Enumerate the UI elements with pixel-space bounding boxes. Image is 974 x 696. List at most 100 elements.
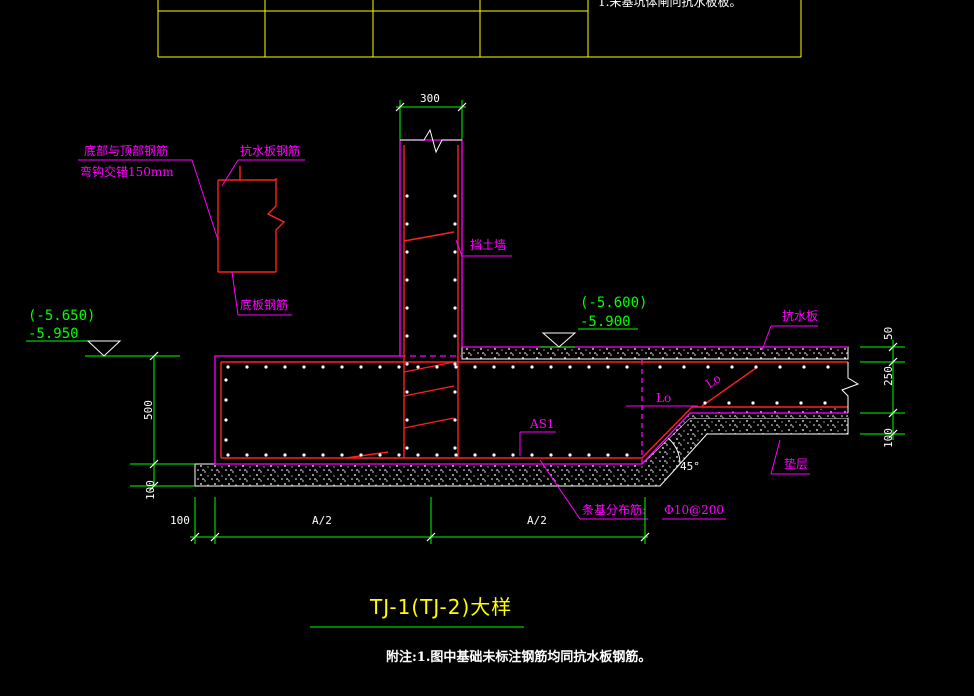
rebar-dot [405, 306, 409, 310]
rebar-dot [405, 446, 409, 450]
rebar-dot [416, 365, 420, 369]
label-bend-anchor: 弯钩交错150mm [80, 164, 174, 179]
rebar-dot [378, 365, 382, 369]
dim-slab-100: 100 [882, 428, 895, 448]
rebar-dot [397, 453, 401, 457]
rebar-dot [302, 453, 306, 457]
dimension-lines [26, 100, 905, 628]
rebar-dot [549, 365, 553, 369]
rebar-dot [492, 453, 496, 457]
rebar-dots [224, 194, 830, 457]
rebar-dot [453, 194, 457, 198]
label-bottom-slab-rebar: 底板钢筋 [240, 297, 288, 312]
rebar-dot [264, 365, 268, 369]
rebar-dot [226, 453, 230, 457]
slab-break-mark [841, 362, 860, 413]
rebar-dot [453, 446, 457, 450]
elevation-left-bottom: -5.950 [28, 326, 79, 342]
rebar-dot [606, 365, 610, 369]
label-angle: 45° [680, 460, 700, 473]
rebar-dot [730, 365, 734, 369]
elevation-right-bottom: -5.900 [580, 314, 631, 330]
rebar-dot [453, 250, 457, 254]
wall-break-mark [400, 128, 462, 154]
rebar-dot [706, 365, 710, 369]
dim-slab-50: 50 [882, 327, 895, 340]
rebar-dot [405, 390, 409, 394]
label-rebar-spec: Φ10@200 [664, 503, 724, 517]
rebar-dot [416, 453, 420, 457]
leader-lines [78, 159, 818, 520]
rebar-dot [245, 365, 249, 369]
dim-height-500: 500 [142, 400, 155, 420]
rebar-dot [454, 365, 458, 369]
rebar-dot [587, 453, 591, 457]
rebar-dot [751, 401, 755, 405]
label-retaining-wall: 挡土墙 [470, 238, 506, 252]
label-waterproof-slab: 抗水板 [782, 308, 818, 323]
rebar-dot [802, 365, 806, 369]
rebar-dot [587, 365, 591, 369]
label-cushion: 垫层 [784, 456, 808, 471]
rebar-lines [217, 145, 848, 459]
rebar-dot [549, 453, 553, 457]
elevation-marker-right [541, 332, 577, 348]
rebar-dot [530, 365, 534, 369]
rebar-dot [778, 365, 782, 369]
rebar-dot [453, 306, 457, 310]
rebar-dot [224, 398, 228, 402]
rebar-dot [405, 334, 409, 338]
rebar-dot [435, 453, 439, 457]
rebar-dot [492, 365, 496, 369]
label-distribution-rebar: 条基分布筋: [582, 502, 646, 517]
label-waterproof-rebar: 抗水板钢筋 [240, 143, 300, 158]
rebar-dot [658, 365, 662, 369]
rebar-dot [453, 222, 457, 226]
rebar-dot [625, 365, 629, 369]
rebar-dot [454, 453, 458, 457]
dim-half-a-right: A/2 [527, 514, 547, 527]
rebar-dot [682, 365, 686, 369]
rebar-dot [302, 365, 306, 369]
cushion-hatch [194, 346, 849, 487]
elevation-marker-left [86, 340, 122, 357]
rebar-dot [727, 401, 731, 405]
schedule-table [157, 0, 802, 58]
angle-arc [667, 437, 681, 465]
rebar-dot [340, 365, 344, 369]
rebar-dot [453, 334, 457, 338]
rebar-dot [823, 401, 827, 405]
rebar-dot [405, 222, 409, 226]
drawing-title: TJ-1(TJ-2)大样 [369, 595, 512, 619]
rebar-dot [283, 365, 287, 369]
rebar-dot [530, 453, 534, 457]
rebar-dot [511, 453, 515, 457]
label-bottom-top-rebar: 底部与顶部钢筋 [84, 143, 168, 158]
rebar-dot [453, 362, 457, 366]
dimension-ticks [149, 102, 898, 542]
label-as1: AS1 [529, 417, 555, 431]
rebar-dot [568, 453, 572, 457]
rebar-dot [340, 453, 344, 457]
label-lo-2: Lo [703, 371, 723, 391]
label-lo-1: Lo [656, 391, 671, 405]
rebar-dot [453, 278, 457, 282]
drawing-note: 附注:1.图中基础未标注钢筋均同抗水板钢筋。 [386, 649, 651, 665]
elevation-left-top: (-5.650) [28, 308, 95, 324]
rebar-dot [397, 365, 401, 369]
rebar-dot [606, 453, 610, 457]
rebar-dot [625, 453, 629, 457]
rebar-dot [321, 453, 325, 457]
rebar-dot [473, 365, 477, 369]
elevation-right-top: (-5.600) [580, 295, 647, 311]
rebar-dot [224, 438, 228, 442]
dim-height-100: 100 [144, 480, 157, 500]
rebar-dot [799, 401, 803, 405]
rebar-dot [359, 453, 363, 457]
rebar-dot [321, 365, 325, 369]
rebar-dot [405, 250, 409, 254]
rebar-dot [224, 378, 228, 382]
rebar-dot [264, 453, 268, 457]
dim-half-a-left: A/2 [312, 514, 332, 527]
